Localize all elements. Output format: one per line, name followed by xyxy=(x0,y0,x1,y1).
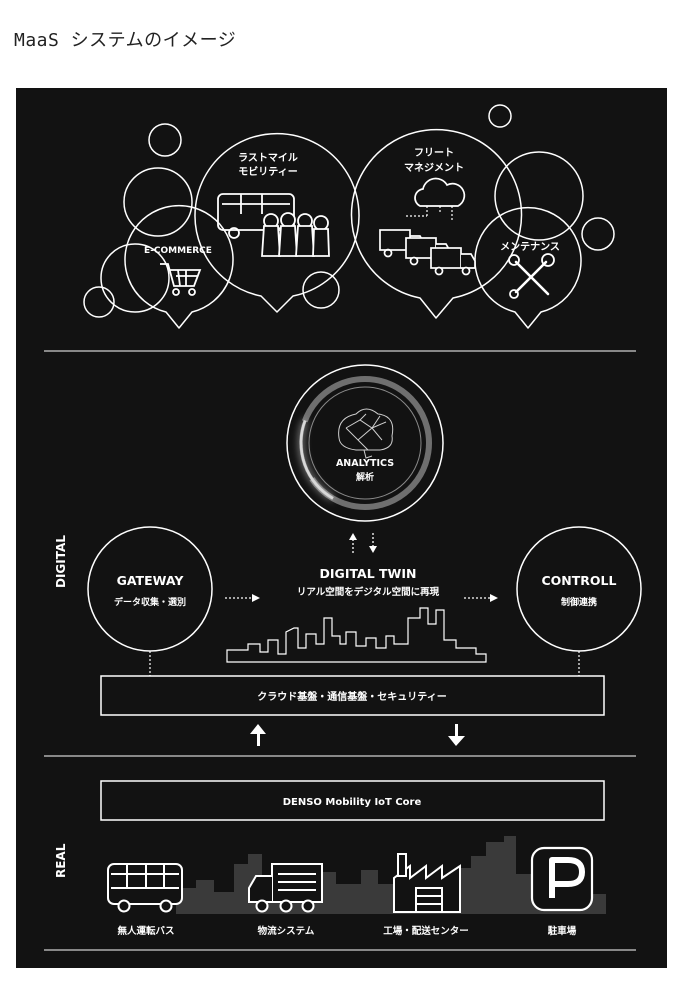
city-skyline-outline xyxy=(226,607,487,663)
real-item-label: 工場・配送センター xyxy=(383,925,469,937)
fleet-label-2: マネジメント xyxy=(404,162,464,174)
analytics-node: ANALYTICS 解析 xyxy=(286,364,444,522)
ecommerce-label: E-COMMERCE xyxy=(144,246,212,256)
bus-people-icon xyxy=(217,193,330,257)
infra-label: クラウド基盤・通信基盤・セキュリティー xyxy=(257,690,446,703)
control-label: CONTROLL xyxy=(542,573,617,588)
up-arrow-icon xyxy=(250,724,266,746)
digital-twin-sublabel: リアル空間をデジタル空間に再現 xyxy=(297,586,440,598)
maintenance-bubble xyxy=(474,206,582,329)
tools-icon xyxy=(508,253,555,299)
fleet-bubble xyxy=(350,128,523,319)
flow-arrows xyxy=(225,594,498,602)
decor-circle xyxy=(148,123,182,157)
decor-circle xyxy=(302,271,340,309)
analytics-label: ANALYTICS xyxy=(336,458,394,469)
cloud-icon xyxy=(414,177,466,207)
fleet-label-1: フリート xyxy=(414,147,454,159)
decor-circle xyxy=(123,167,193,237)
control-node: CONTROLL 制御連携 xyxy=(516,526,642,652)
infra-bar xyxy=(100,675,605,716)
maintenance-label: メンテナンス xyxy=(500,241,560,253)
truck-icon xyxy=(430,247,476,276)
digital-twin-label: DIGITAL TWIN xyxy=(320,566,417,581)
decor-circle xyxy=(494,151,584,241)
maas-diagram-svg: ラストマイル モビリティー フリート マネジメント E-COMMERCE メンテ… xyxy=(44,104,642,951)
decor-circle xyxy=(488,104,512,128)
cloud-trucks-icon xyxy=(379,177,476,276)
logistics-truck-icon xyxy=(248,863,323,913)
decor-circle xyxy=(83,286,115,318)
last-mile-label-2: モビリティー xyxy=(238,165,297,178)
ecommerce-bubble xyxy=(124,204,234,329)
last-mile-bubble xyxy=(194,132,360,313)
bus-icon xyxy=(107,863,183,913)
service-bubbles xyxy=(83,104,615,329)
parking-icon xyxy=(530,846,594,912)
iot-core-bar xyxy=(100,780,605,821)
gateway-sublabel: データ収集・選別 xyxy=(114,596,186,608)
real-section-label: REAL xyxy=(54,843,68,878)
iot-core-label: DENSO Mobility IoT Core xyxy=(283,797,422,808)
down-arrow-icon xyxy=(448,724,465,746)
digital-section-label: DIGITAL xyxy=(54,535,68,588)
last-mile-label-1: ラストマイル xyxy=(238,152,298,164)
analytics-sublabel: 解析 xyxy=(356,471,374,483)
real-item-label: 無人運転バス xyxy=(117,925,174,937)
brain-icon xyxy=(338,408,394,459)
analytics-twin-arrows xyxy=(349,533,377,553)
real-item-label: 駐車場 xyxy=(548,925,577,937)
cart-icon xyxy=(160,263,202,296)
real-item-label: 物流システム xyxy=(258,925,315,937)
maas-diagram: ラストマイル モビリティー フリート マネジメント E-COMMERCE メンテ… xyxy=(16,88,667,968)
page-title: MaaS システムのイメージ xyxy=(14,30,237,51)
decor-circle xyxy=(100,243,170,313)
factory-icon xyxy=(393,853,461,913)
gateway-label: GATEWAY xyxy=(117,573,185,588)
decor-circle xyxy=(581,217,615,251)
control-sublabel: 制御連携 xyxy=(561,596,597,608)
gateway-node: GATEWAY データ収集・選別 xyxy=(87,526,213,652)
